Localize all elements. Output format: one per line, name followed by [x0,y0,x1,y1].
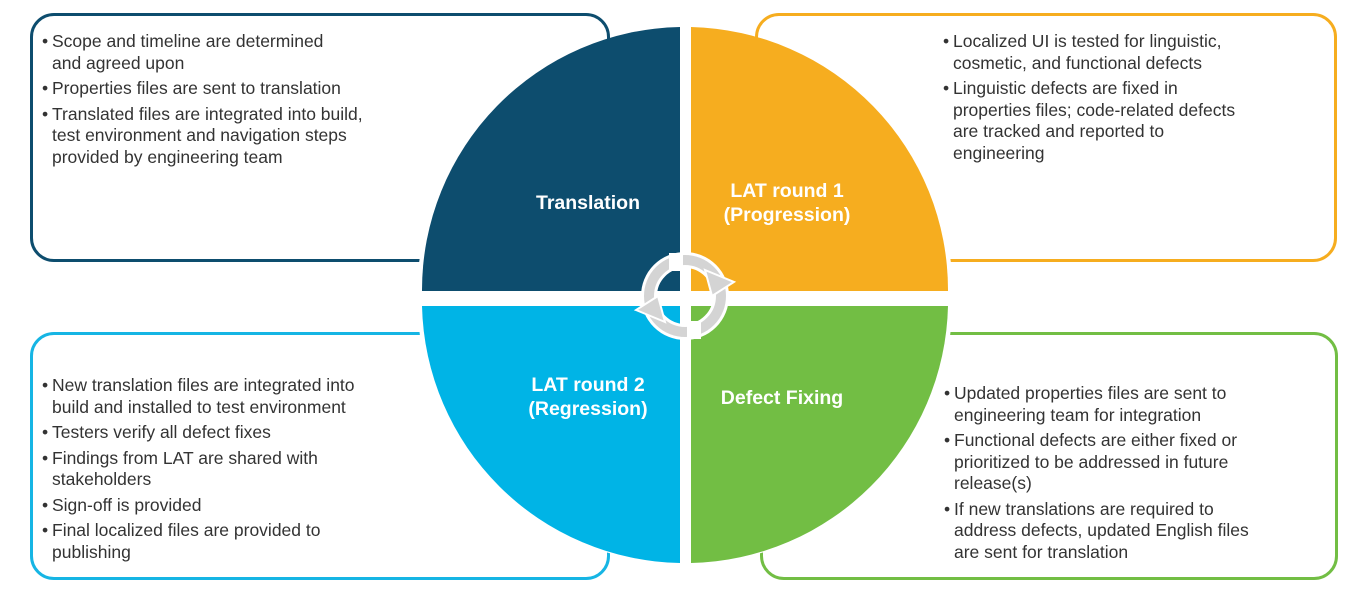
bullet-line: properties files; code-related defects [953,99,1236,120]
bullet-item: •Localized UI is tested for linguistic,c… [943,31,1323,74]
bullet-line: engineering team for integration [954,404,1202,425]
bullet-line: and agreed upon [52,52,185,73]
bullet-dot: • [944,498,951,519]
bullet-line: release(s) [954,473,1032,493]
bullet-line: address defects, updated English files [954,520,1249,540]
bullet-line: prioritized to be addressed in future [954,451,1229,472]
bullet-line: Translated files are integrated into bui… [52,103,363,124]
lat-round-1-bullet-list: •Localized UI is tested for linguistic,c… [943,31,1323,168]
bullet-dot: • [944,383,951,403]
refresh-cycle-icon [633,252,737,340]
bullet-line: If new translations are required to [954,498,1214,519]
lat-round-2-bullet-list: •New translation files are integrated in… [42,375,422,567]
bullet-line: Linguistic defects are fixed in [953,78,1178,98]
defect-fixing-quadrant [691,306,948,563]
bullet-line: Updated properties files are sent to [954,383,1227,403]
bullet-line: Testers verify all defect fixes [52,422,271,442]
translation-quadrant [421,27,680,291]
bullet-line: New translation files are integrated int… [52,375,355,395]
lat-round-2-label-line1: LAT round 2 [531,374,645,396]
defect-fixing-label: Defect Fixing [721,387,843,409]
lat-round-2-quadrant [422,306,680,563]
bullet-line: cosmetic, and functional defects [953,52,1203,73]
lat-round-1-label-line2: (Progression) [724,204,851,226]
lat-round-2-label-line2: (Regression) [528,398,647,420]
bullet-line: Functional defects are either fixed or [954,430,1238,450]
bullet-line: test environment and navigation steps [52,125,347,145]
bullet-item: •Sign-off is provided [42,495,422,517]
bullet-dot: • [944,430,951,450]
bullet-dot: • [42,103,49,124]
bullet-line: Scope and timeline are determined [52,31,324,51]
bullet-item: •Translated files are integrated into bu… [42,104,432,169]
bullet-dot: • [42,494,49,515]
lat-round-1-label-line1: LAT round 1 [730,180,844,202]
bullet-line: Sign-off is provided [52,494,202,515]
bullet-line: Properties files are sent to translation [52,78,341,98]
bullet-line: stakeholders [52,469,152,489]
bullet-dot: • [42,78,49,98]
bullet-dot: • [42,375,49,395]
bullet-dot: • [943,31,950,51]
bullet-line: Findings from LAT are shared with [52,447,318,468]
bullet-line: publishing [52,541,131,562]
bullet-line: are sent for translation [954,541,1129,562]
bullet-dot: • [943,78,950,98]
bullet-item: •Testers verify all defect fixes [42,422,422,444]
bullet-item: •New translation files are integrated in… [42,375,422,418]
translation-label: Translation [536,192,640,214]
bullet-line: build and installed to test environment [52,396,346,417]
bullet-line: provided by engineering team [52,146,283,167]
bullet-line: Localized UI is tested for linguistic, [953,31,1222,51]
lat-round-1-quadrant [691,27,949,291]
bullet-line: are tracked and reported to [953,121,1165,141]
bullet-line: engineering [953,142,1045,163]
bullet-item: •Properties files are sent to translatio… [42,78,432,100]
bullet-dot: • [42,447,49,468]
bullet-dot: • [42,520,49,540]
bullet-dot: • [42,422,49,442]
bullet-dot: • [42,31,49,51]
bullet-line: Final localized files are provided to [52,520,321,540]
